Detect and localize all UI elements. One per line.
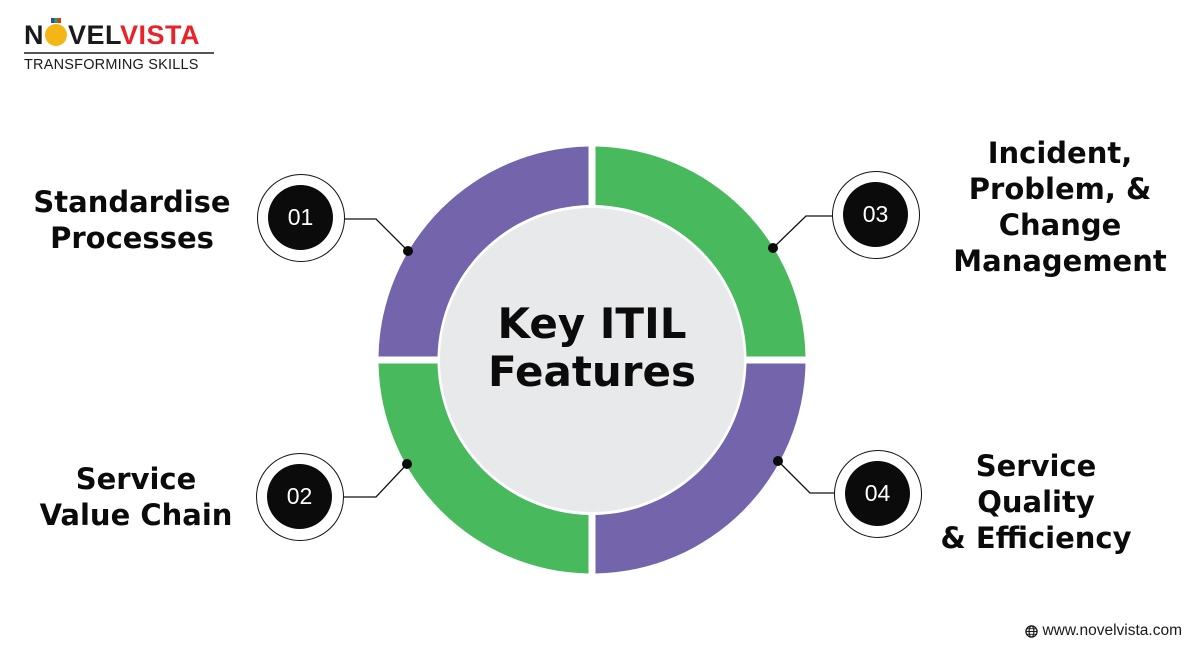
feature-label-04-line-2: Quality bbox=[977, 485, 1095, 519]
connector-dot-03 bbox=[768, 243, 778, 253]
feature-label-02: Service Value Chain bbox=[22, 461, 250, 533]
badge-number-01: 01 bbox=[268, 185, 333, 250]
footer-url[interactable]: www.novelvista.com bbox=[1042, 622, 1182, 639]
connector-dot-04 bbox=[773, 456, 783, 466]
badge-number-04: 04 bbox=[845, 461, 910, 526]
feature-label-04-line-3: & Efficiency bbox=[940, 521, 1132, 555]
connector-04 bbox=[777, 460, 834, 494]
globe-icon bbox=[1025, 624, 1039, 638]
center-disc bbox=[440, 208, 744, 512]
connector-03 bbox=[772, 215, 833, 249]
novelvista-logo: N VELVISTA TRANSFORMING SKILLS bbox=[24, 18, 224, 73]
feature-label-01-line-2: Processes bbox=[50, 221, 214, 255]
badge-01: 01 bbox=[257, 174, 345, 262]
connector-dot-02 bbox=[402, 459, 412, 469]
feature-label-02-line-2: Value Chain bbox=[39, 498, 233, 532]
logo-tagline: TRANSFORMING SKILLS bbox=[24, 57, 199, 73]
badge-number-03: 03 bbox=[843, 182, 908, 247]
diagram-title: Key ITIL Features bbox=[440, 300, 744, 396]
feature-label-01: Standardise Processes bbox=[22, 184, 242, 256]
logo-text-vel: VEL bbox=[68, 20, 121, 50]
diagram-title-line-1: Key ITIL bbox=[497, 299, 687, 348]
feature-label-03-line-3: Change bbox=[998, 208, 1122, 242]
footer-website: www.novelvista.com bbox=[1025, 622, 1182, 640]
badge-04: 04 bbox=[834, 450, 922, 538]
segment-02-green bbox=[378, 363, 589, 574]
badge-02: 02 bbox=[256, 453, 344, 541]
feature-label-04-line-1: Service bbox=[975, 449, 1097, 483]
segment-04-purple bbox=[595, 363, 806, 574]
logo-wordmark: N VELVISTA bbox=[24, 18, 224, 50]
feature-label-03-line-1: Incident, bbox=[987, 136, 1133, 170]
feature-label-02-line-1: Service bbox=[75, 462, 197, 496]
feature-label-03-line-2: Problem, & bbox=[968, 172, 1152, 206]
connector-01 bbox=[345, 218, 409, 252]
diagram-title-line-2: Features bbox=[488, 347, 696, 396]
logo-text-vista: VISTA bbox=[120, 20, 201, 50]
logo-medal-icon bbox=[45, 18, 67, 46]
logo-divider bbox=[24, 52, 214, 54]
feature-label-04: Service Quality & Efficiency bbox=[926, 448, 1146, 556]
segment-03-green bbox=[595, 146, 806, 357]
segment-01-purple bbox=[378, 146, 589, 357]
logo-letter-n: N bbox=[24, 20, 44, 50]
feature-label-03-line-4: Management bbox=[953, 244, 1167, 278]
connector-02 bbox=[344, 463, 408, 498]
badge-03: 03 bbox=[832, 171, 920, 259]
feature-label-01-line-1: Standardise bbox=[33, 185, 231, 219]
badge-number-02: 02 bbox=[267, 464, 332, 529]
connector-dot-01 bbox=[403, 246, 413, 256]
feature-label-03: Incident, Problem, & Change Management bbox=[940, 135, 1180, 279]
